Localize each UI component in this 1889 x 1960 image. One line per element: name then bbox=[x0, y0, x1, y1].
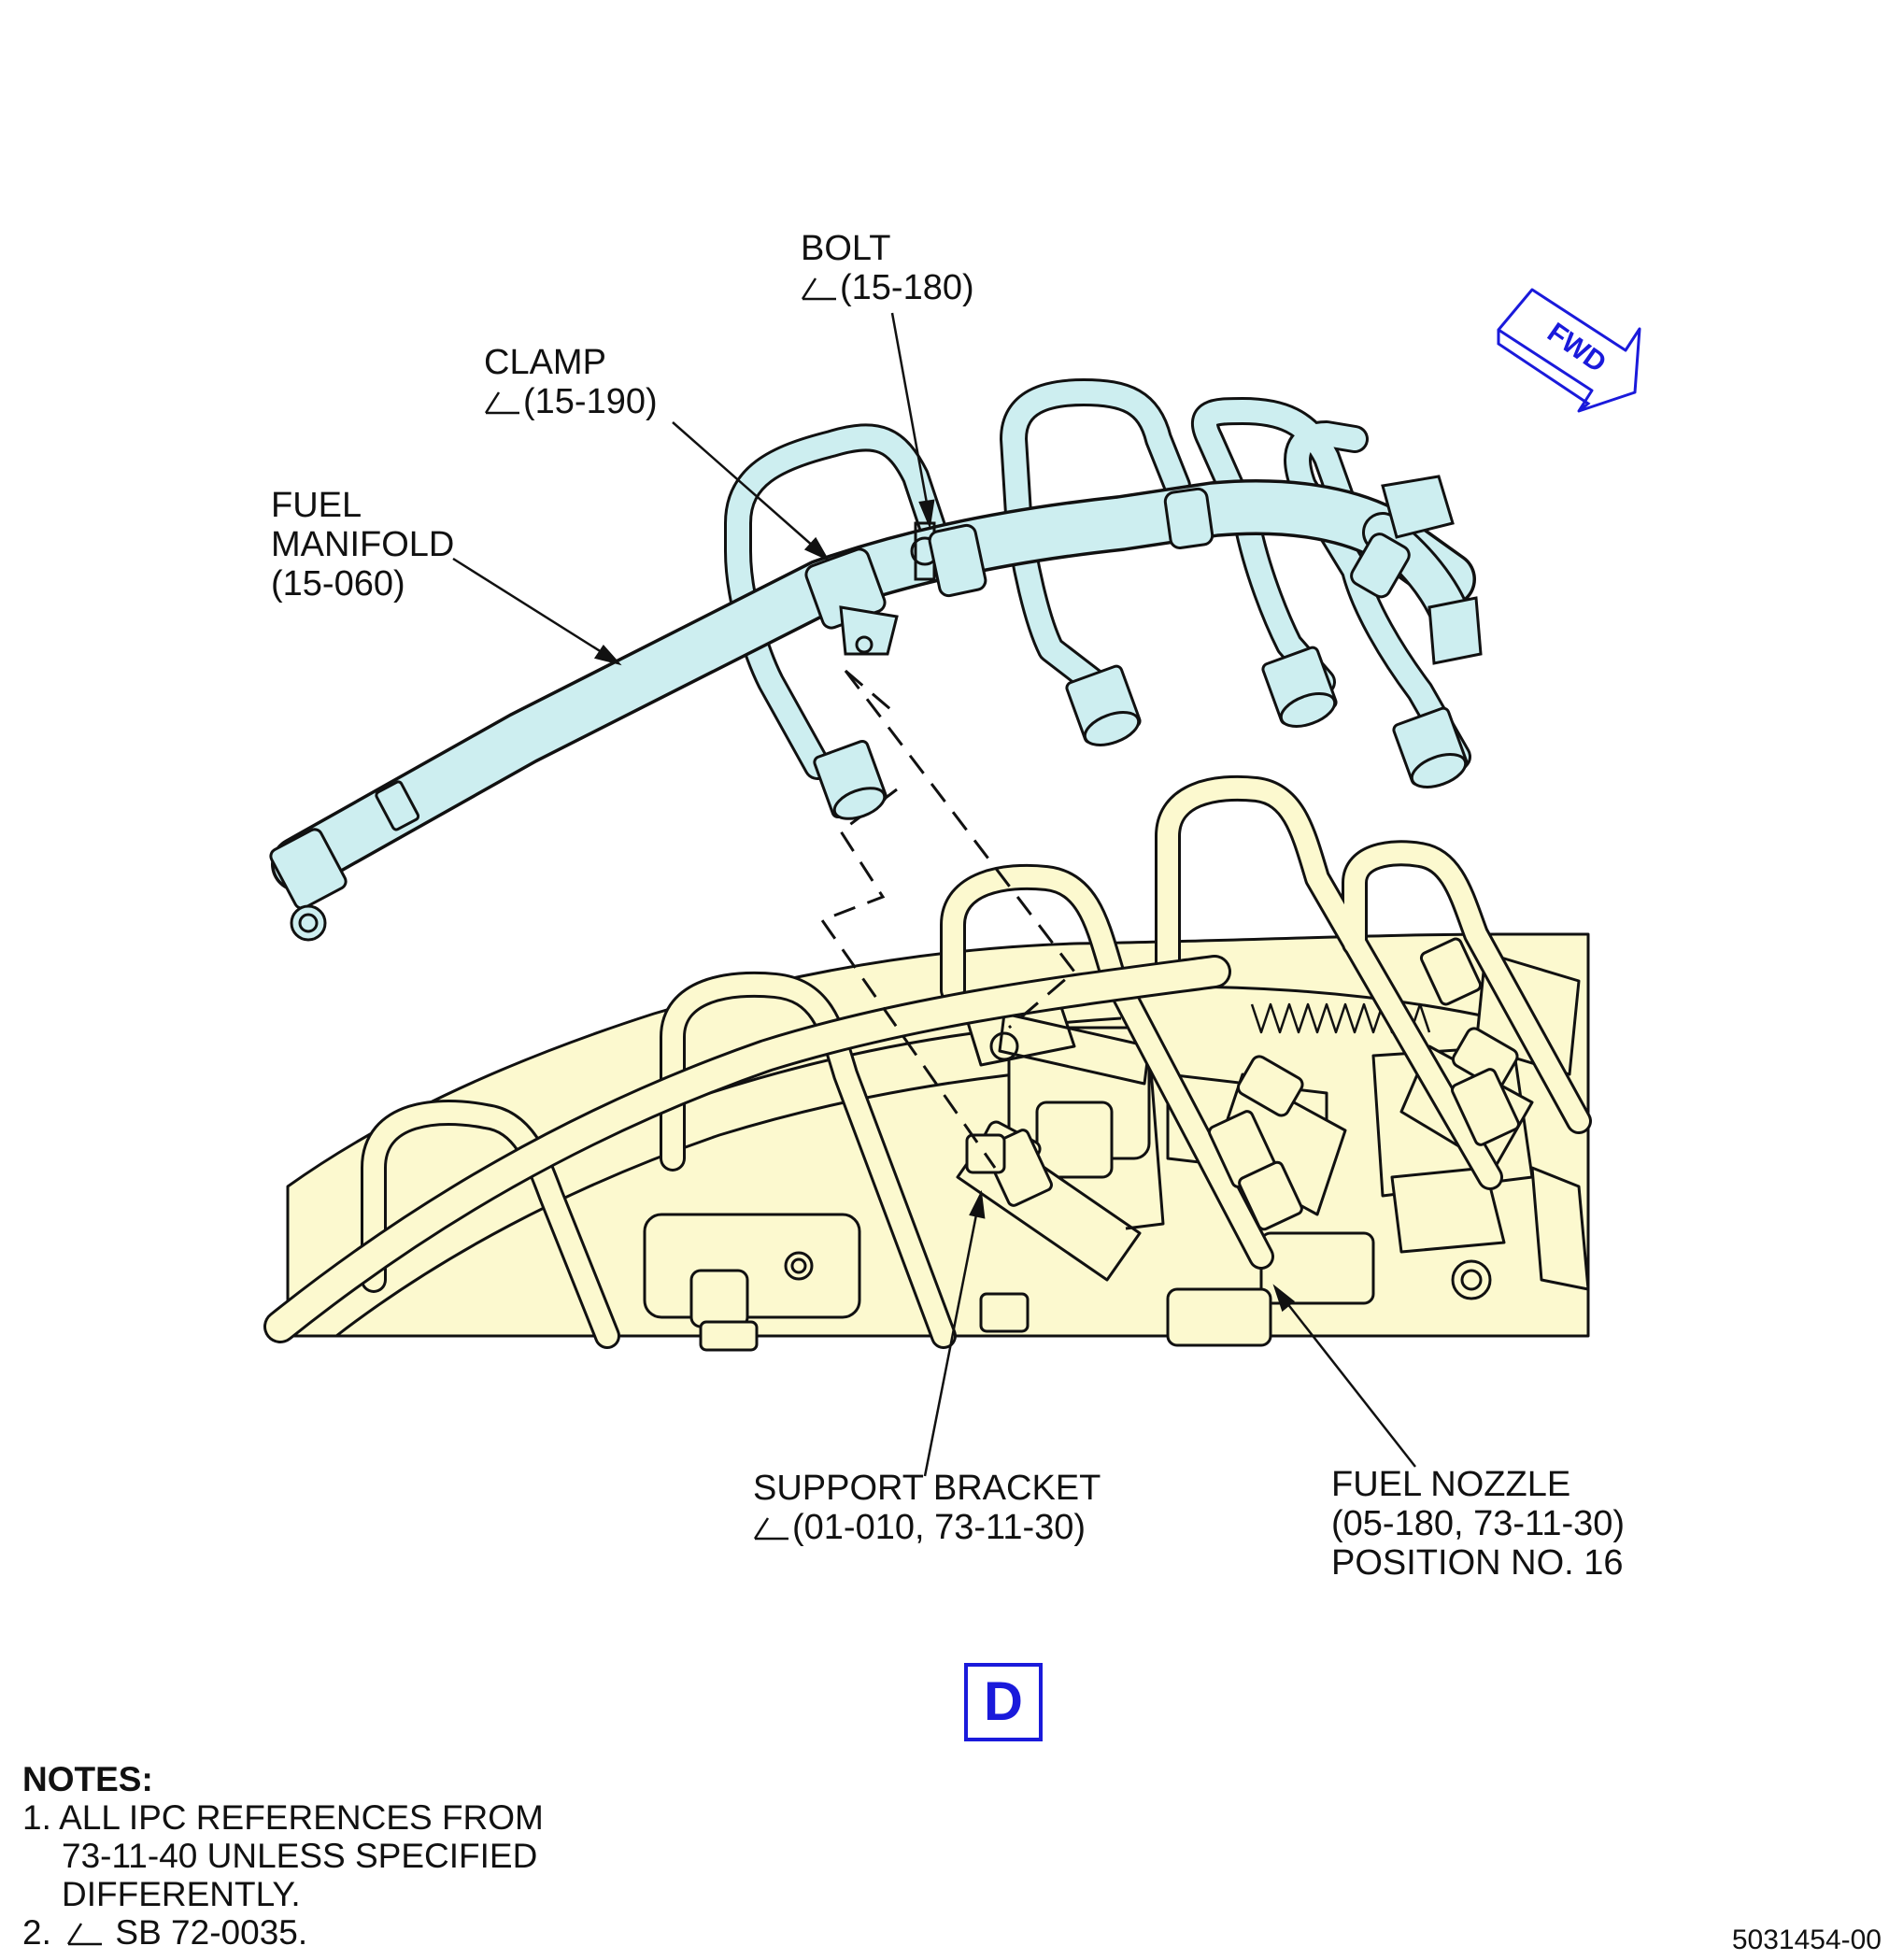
sb-triangle-icon bbox=[67, 1923, 103, 1946]
engine-fuel-tubes bbox=[263, 774, 1592, 1349]
callout-clamp: CLAMP (15-190) bbox=[484, 343, 658, 421]
callout-fuel-manifold-line1: FUEL bbox=[271, 486, 362, 525]
sb-triangle-icon bbox=[801, 277, 836, 301]
callout-support-bracket: SUPPORT BRACKET (01-010, 73-11-30) bbox=[753, 1469, 1101, 1547]
notes-heading: NOTES: bbox=[22, 1760, 153, 1798]
callout-fuel-manifold: FUEL MANIFOLD (15-060) bbox=[271, 486, 454, 604]
callout-fuel-nozzle: FUEL NOZZLE (05-180, 73-11-30) POSITION … bbox=[1331, 1465, 1625, 1583]
sb-triangle-icon bbox=[753, 1517, 788, 1541]
view-label-box: D bbox=[964, 1663, 1043, 1741]
sb-triangle-icon bbox=[484, 391, 519, 415]
callout-fuel-nozzle-position: POSITION NO. 16 bbox=[1331, 1543, 1624, 1583]
note-item-1-line1: 1. ALL IPC REFERENCES FROM bbox=[22, 1798, 544, 1837]
fwd-arrow-icon: FWD bbox=[1497, 288, 1641, 413]
note-item-1-line3: DIFFERENTLY. bbox=[62, 1875, 301, 1913]
engine-fittings bbox=[699, 937, 1520, 1352]
fuel-manifold-fittings bbox=[269, 475, 1483, 942]
fwd-arrow-label: FWD bbox=[1541, 317, 1612, 378]
callout-clamp-name: CLAMP bbox=[484, 343, 606, 382]
callout-fuel-nozzle-name: FUEL NOZZLE bbox=[1331, 1465, 1571, 1504]
notes-block: NOTES: 1. ALL IPC REFERENCES FROM 73-11-… bbox=[22, 1760, 544, 1952]
figure-number: 5031454-00 bbox=[1731, 1924, 1882, 1955]
callout-fuel-nozzle-ref: (05-180, 73-11-30) bbox=[1331, 1504, 1626, 1543]
callout-bolt-name: BOLT bbox=[801, 229, 891, 268]
callout-bolt: BOLT (15-180) bbox=[801, 229, 974, 307]
callout-support-bracket-ref: (01-010, 73-11-30) bbox=[792, 1508, 1087, 1547]
note-item-2: 2. SB 72-0035. bbox=[22, 1913, 544, 1952]
note-item-2-prefix: 2. bbox=[22, 1913, 51, 1952]
note-item-2-text: SB 72-0035. bbox=[115, 1913, 308, 1952]
callout-support-bracket-name: SUPPORT BRACKET bbox=[753, 1469, 1101, 1508]
note-item-1-line2: 73-11-40 UNLESS SPECIFIED bbox=[62, 1837, 538, 1875]
callout-fuel-manifold-line2: MANIFOLD bbox=[271, 525, 455, 564]
leader-lines bbox=[452, 312, 1416, 1477]
view-label-letter: D bbox=[984, 1671, 1023, 1732]
callout-fuel-manifold-ref: (15-060) bbox=[271, 564, 405, 604]
callout-bolt-ref: (15-180) bbox=[840, 268, 974, 307]
callout-clamp-ref: (15-190) bbox=[523, 382, 658, 421]
